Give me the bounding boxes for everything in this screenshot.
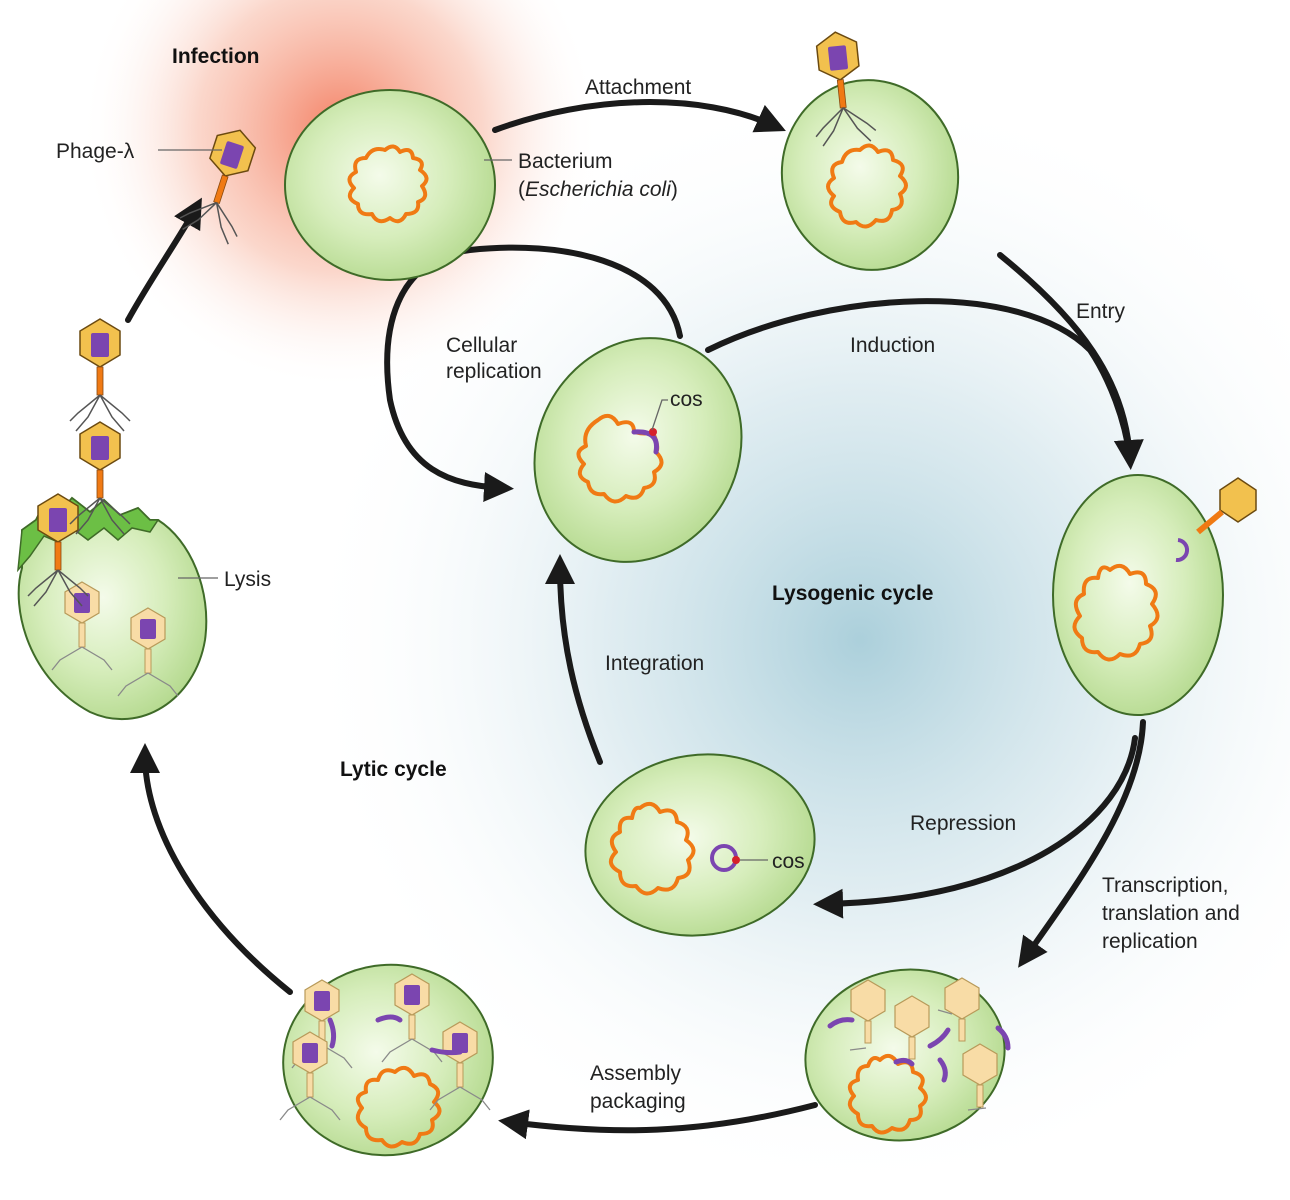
bacterial-chromosome: [347, 144, 429, 224]
injected-phage-dna: [1175, 538, 1189, 563]
phage-dna-copy: [327, 1017, 337, 1049]
lysogenic-background-glow: [300, 80, 1290, 1200]
bacterium-cell: [284, 89, 496, 281]
bacterial-chromosome: [826, 143, 908, 229]
bacterial-chromosome: [608, 801, 696, 896]
transcription-arrow: [1018, 719, 1146, 968]
repression-label: Repression: [910, 812, 1016, 835]
cellular-replication-label-line1: Cellular: [446, 334, 517, 357]
integrated-prophage: [631, 429, 660, 455]
cellular-replication-label-line2: replication: [446, 360, 542, 383]
induction-arrow: [705, 298, 1133, 461]
lysogen-cell: [533, 337, 743, 563]
bacterium-label: Bacterium: [518, 150, 613, 173]
cos-site-marker: [649, 428, 657, 436]
transcription-label-line1: Transcription,: [1102, 874, 1228, 897]
integration-arrow: [545, 554, 603, 765]
bacterial-chromosome: [847, 1053, 928, 1135]
released-phage-icon: [69, 318, 131, 432]
phage-dna-copy: [429, 1047, 463, 1056]
phage-tail-icon: [1196, 509, 1224, 535]
phage-dna-copy: [927, 1027, 951, 1049]
lysogenic-cycle-label: Lysogenic cycle: [772, 582, 933, 605]
replication-cell: [804, 968, 1011, 1142]
release-to-infection-arrow: [125, 197, 202, 323]
lytic-cycle-label: Lytic cycle: [340, 758, 447, 781]
empty-phage-head-icon: [1219, 477, 1257, 523]
integration-label: Integration: [605, 652, 704, 675]
integration-cell: [584, 753, 816, 937]
transcription-label-line2: translation and: [1102, 902, 1240, 925]
cos-bottom-label: cos: [772, 850, 805, 873]
lysis-to-release-arrow: [130, 743, 293, 995]
phage-dna-copy: [995, 1025, 1011, 1051]
assembly-arrow: [498, 1102, 818, 1140]
cos-top-label: cos: [670, 388, 703, 411]
entry-label: Entry: [1076, 300, 1126, 323]
phage-dna-copy: [375, 1014, 403, 1023]
bacterial-chromosome: [355, 1065, 442, 1149]
lysis-cell: [17, 421, 208, 721]
phage-dna-copy: [893, 1057, 915, 1067]
transcription-label-line3: replication: [1102, 930, 1198, 953]
assembly-label-line2: packaging: [590, 1090, 686, 1113]
assembly-cell: [279, 963, 494, 1157]
assembly-label-line1: Assembly: [590, 1062, 682, 1085]
induction-label: Induction: [850, 334, 935, 357]
attachment-cell: [780, 28, 960, 271]
lysis-label: Lysis: [224, 568, 271, 591]
infection-label: Infection: [172, 45, 260, 68]
phage-dna-copy: [937, 1057, 948, 1083]
entry-cell: [1052, 474, 1257, 716]
cellular-replication-arrow: [384, 244, 683, 502]
phage-dna-copy: [827, 1017, 855, 1029]
cos-top-pointer: [651, 399, 668, 431]
bacterium-species-label: (Escherichia coli): [518, 178, 678, 201]
repression-arrow: [813, 735, 1138, 919]
attachment-arrow: [492, 99, 786, 133]
attachment-label: Attachment: [585, 76, 691, 99]
bacterial-chromosome: [1072, 563, 1160, 662]
phage-lambda-label: Phage-λ: [56, 140, 135, 163]
cos-site-marker: [732, 856, 740, 864]
